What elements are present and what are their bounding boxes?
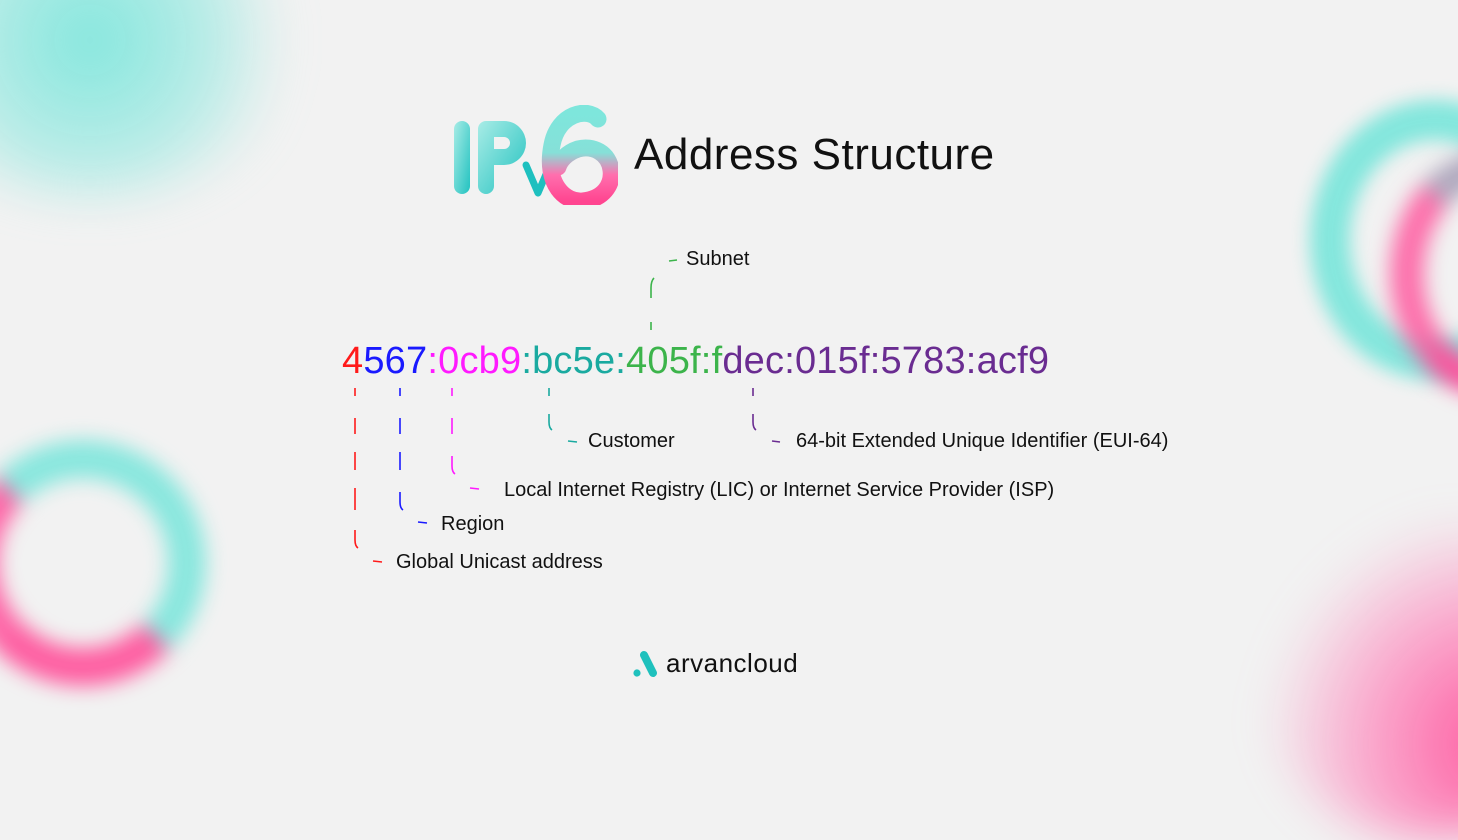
segment-eui64: dec:015f:5783:acf9 xyxy=(722,340,1050,382)
segment-subnet: 405f:f xyxy=(626,340,723,382)
customer-connector xyxy=(548,388,578,443)
ipv6-address: 4567:0cb9:bc5e:405f:fdec:015f:5783:acf9 xyxy=(342,340,1049,383)
segment-region: 567 xyxy=(363,340,428,382)
connector-lines xyxy=(354,259,781,563)
segment-lir: :0cb9 xyxy=(427,340,522,382)
title-row: Address Structure xyxy=(448,100,995,210)
label-region: Region xyxy=(441,513,505,535)
label-eui64: 64-bit Extended Unique Identifier (EUI-6… xyxy=(796,430,1169,452)
arvancloud-mark-icon xyxy=(633,650,657,677)
label-global-unicast: Global Unicast address xyxy=(396,551,603,573)
ipv6-logo xyxy=(448,104,620,210)
page-title: Address Structure xyxy=(634,130,995,179)
eui64-connector xyxy=(752,388,781,443)
ipv6-logo-icon xyxy=(454,104,620,210)
label-lir-isp: Local Internet Registry (LIC) or Interne… xyxy=(504,479,1055,501)
brand-name: arvancloud xyxy=(666,648,799,678)
label-subnet: Subnet xyxy=(686,248,750,270)
segment-customer: :bc5e: xyxy=(521,340,627,382)
global-connector xyxy=(354,388,383,563)
subnet-connector xyxy=(650,259,678,330)
region-connector xyxy=(399,388,428,524)
arvancloud-logo: arvancloud xyxy=(632,648,798,679)
segment-global: 4 xyxy=(342,340,364,382)
label-customer: Customer xyxy=(588,430,675,452)
lir-connector xyxy=(451,388,480,490)
